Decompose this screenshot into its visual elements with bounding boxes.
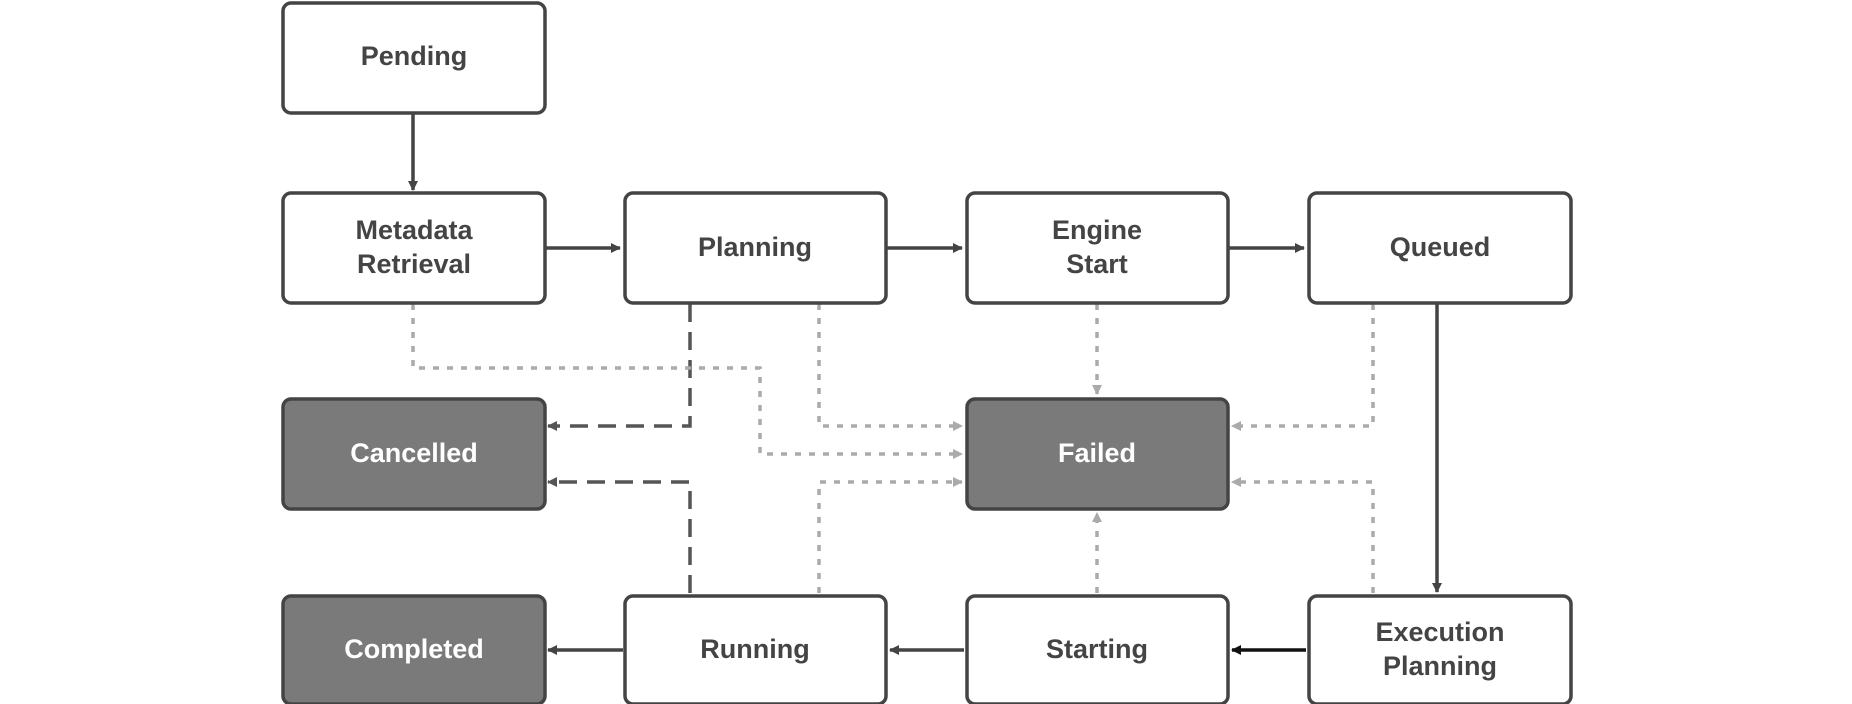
node-pending-label: Pending [361, 41, 468, 71]
edge-planning-to-cancelled [547, 304, 692, 431]
node-failed-label: Failed [1058, 438, 1136, 468]
node-metadata-retrieval-label-line-1: Metadata [355, 215, 473, 245]
svg-text:Cancelled: Cancelled [350, 438, 478, 468]
edge-running-to-cancelled [547, 477, 692, 593]
node-queued: Queued [1307, 191, 1573, 305]
svg-text:Completed: Completed [344, 634, 484, 664]
node-completed-label: Completed [344, 634, 484, 664]
node-queued-label: Queued [1390, 232, 1491, 262]
node-pending: Pending [281, 1, 547, 115]
svg-text:Planning: Planning [1383, 651, 1497, 681]
edge-queued-to-failed [1231, 304, 1375, 431]
svg-text:Starting: Starting [1046, 634, 1148, 664]
node-execution-planning-label-line-2: Planning [1383, 651, 1497, 681]
node-engine-start-label-line-2: Start [1066, 249, 1128, 279]
edge-running-to-failed [817, 477, 963, 593]
svg-text:Metadata: Metadata [355, 215, 473, 245]
node-starting-label: Starting [1046, 634, 1148, 664]
node-metadata-retrieval: Metadata Retrieval [281, 191, 547, 305]
node-cancelled: Cancelled [281, 397, 547, 511]
node-metadata-retrieval-label-line-2: Retrieval [357, 249, 471, 279]
node-engine-start-label-line-1: Engine [1052, 215, 1142, 245]
edge-planning-to-failed [817, 304, 963, 431]
svg-text:Queued: Queued [1390, 232, 1491, 262]
node-running-label: Running [700, 634, 809, 664]
svg-text:Retrieval: Retrieval [357, 249, 471, 279]
svg-text:Failed: Failed [1058, 438, 1136, 468]
svg-text:Engine: Engine [1052, 215, 1142, 245]
node-starting: Starting [965, 594, 1230, 704]
node-planning-label: Planning [698, 232, 812, 262]
svg-text:Execution: Execution [1375, 617, 1504, 647]
node-planning: Planning [623, 191, 888, 305]
svg-text:Planning: Planning [698, 232, 812, 262]
node-failed: Failed [965, 397, 1230, 511]
svg-text:Pending: Pending [361, 41, 468, 71]
edges [408, 113, 1442, 655]
node-running: Running [623, 594, 888, 704]
edge-metadata-retrieval-to-failed [411, 304, 963, 459]
svg-text:Running: Running [700, 634, 809, 664]
node-execution-planning: Execution Planning [1307, 594, 1573, 704]
svg-text:Start: Start [1066, 249, 1128, 279]
node-completed: Completed [281, 594, 547, 704]
node-execution-planning-label-line-1: Execution [1375, 617, 1504, 647]
node-engine-start: Engine Start [965, 191, 1230, 305]
node-cancelled-label: Cancelled [350, 438, 478, 468]
edge-execution-planning-to-failed [1231, 477, 1375, 593]
